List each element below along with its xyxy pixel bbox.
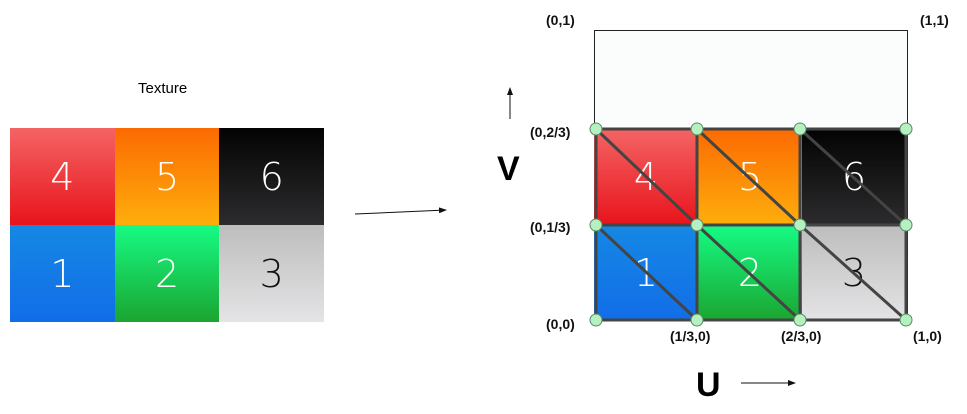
uv-vertex bbox=[589, 122, 603, 136]
coord-0-1-3: (0,1/3) bbox=[530, 219, 571, 235]
u-axis-label: U bbox=[696, 366, 721, 404]
uv-vertex bbox=[690, 122, 704, 136]
coord-0-2-3: (0,2/3) bbox=[530, 124, 571, 140]
tile-4: 4 bbox=[10, 128, 115, 225]
triangle-diagonal bbox=[594, 127, 699, 227]
tile-3: 3 bbox=[219, 225, 325, 322]
uv-vertex bbox=[589, 218, 603, 232]
coord-2-3-0: (2/3,0) bbox=[781, 328, 822, 344]
triangle-diagonal bbox=[695, 223, 802, 322]
triangle-diagonal bbox=[594, 223, 699, 322]
triangle-diagonal bbox=[798, 127, 908, 227]
tile-6: 6 bbox=[219, 128, 325, 225]
coord-1-3-0: (1/3,0) bbox=[670, 328, 711, 344]
triangle-diagonal bbox=[695, 127, 802, 227]
coord-1-0: (1,0) bbox=[913, 328, 942, 344]
coord-0-1: (0,1) bbox=[546, 12, 575, 28]
uv-vertex bbox=[690, 218, 704, 232]
tile-1: 1 bbox=[10, 225, 115, 322]
coord-0-0: (0,0) bbox=[546, 316, 575, 332]
uv-vertex bbox=[899, 218, 913, 232]
uv-vertex bbox=[793, 122, 807, 136]
triangle-diagonal bbox=[798, 223, 908, 322]
mapping-arrow bbox=[354, 207, 447, 215]
uv-vertex bbox=[899, 122, 913, 136]
uv-vertex bbox=[690, 313, 704, 327]
uv-vertex bbox=[793, 218, 807, 232]
uv-vertex bbox=[589, 313, 603, 327]
tile-2: 2 bbox=[114, 225, 220, 322]
uv-vertex bbox=[899, 313, 913, 327]
coord-1-1: (1,1) bbox=[920, 12, 949, 28]
tile-5: 5 bbox=[114, 128, 220, 225]
uv-vertex bbox=[793, 313, 807, 327]
texture-title: Texture bbox=[138, 80, 188, 97]
v-axis-label: V bbox=[497, 150, 520, 188]
